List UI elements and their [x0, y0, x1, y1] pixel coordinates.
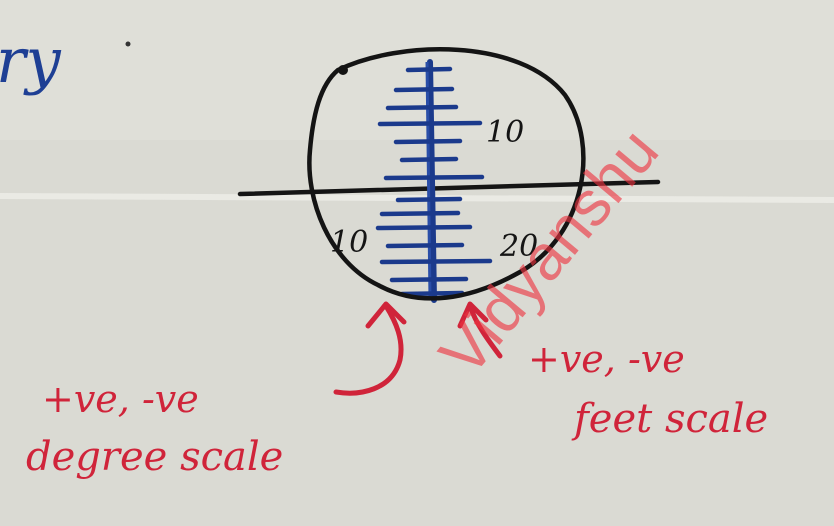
- feet-scale-arrowhead: [457, 301, 489, 329]
- horizontal-reference-line: [237, 179, 661, 197]
- scale-tick: [399, 290, 465, 297]
- scale-tick: [399, 156, 459, 163]
- scale-tick: [393, 138, 463, 145]
- scale-label-left: 10: [330, 225, 368, 260]
- scale-tick: [379, 258, 493, 265]
- scale-tick: [389, 276, 469, 283]
- feet-scale-label-line2: feet scale: [571, 396, 768, 442]
- scale-ticks: [375, 66, 493, 297]
- scale-tick: [375, 224, 473, 231]
- scale-tick: [379, 210, 461, 217]
- degree-scale: [375, 59, 493, 303]
- scale-label-top: 10: [486, 115, 524, 150]
- scale-circle-outline: [307, 47, 586, 301]
- scale-tick: [385, 242, 465, 249]
- degree-scale-arrow: [333, 303, 404, 396]
- corner-handwriting: ry: [0, 24, 62, 97]
- degree-scale-arrowhead: [365, 301, 407, 329]
- feet-scale-arrow: [467, 303, 503, 359]
- scale-label-right: 20: [499, 229, 538, 264]
- scale-tick: [405, 66, 453, 73]
- scale-tick: [383, 174, 485, 181]
- feet-scale-label-line1: +ve, -ve: [528, 337, 685, 381]
- scale-tick: [393, 86, 455, 93]
- scale-tick: [377, 120, 483, 127]
- pen-blot: [338, 65, 348, 75]
- scale-tick: [385, 104, 459, 111]
- scale-tick: [395, 196, 463, 203]
- degree-scale-label-line1: +ve, -ve: [42, 377, 199, 421]
- degree-scale-label-line2: degree scale: [26, 434, 283, 480]
- ink-dot: [125, 41, 131, 47]
